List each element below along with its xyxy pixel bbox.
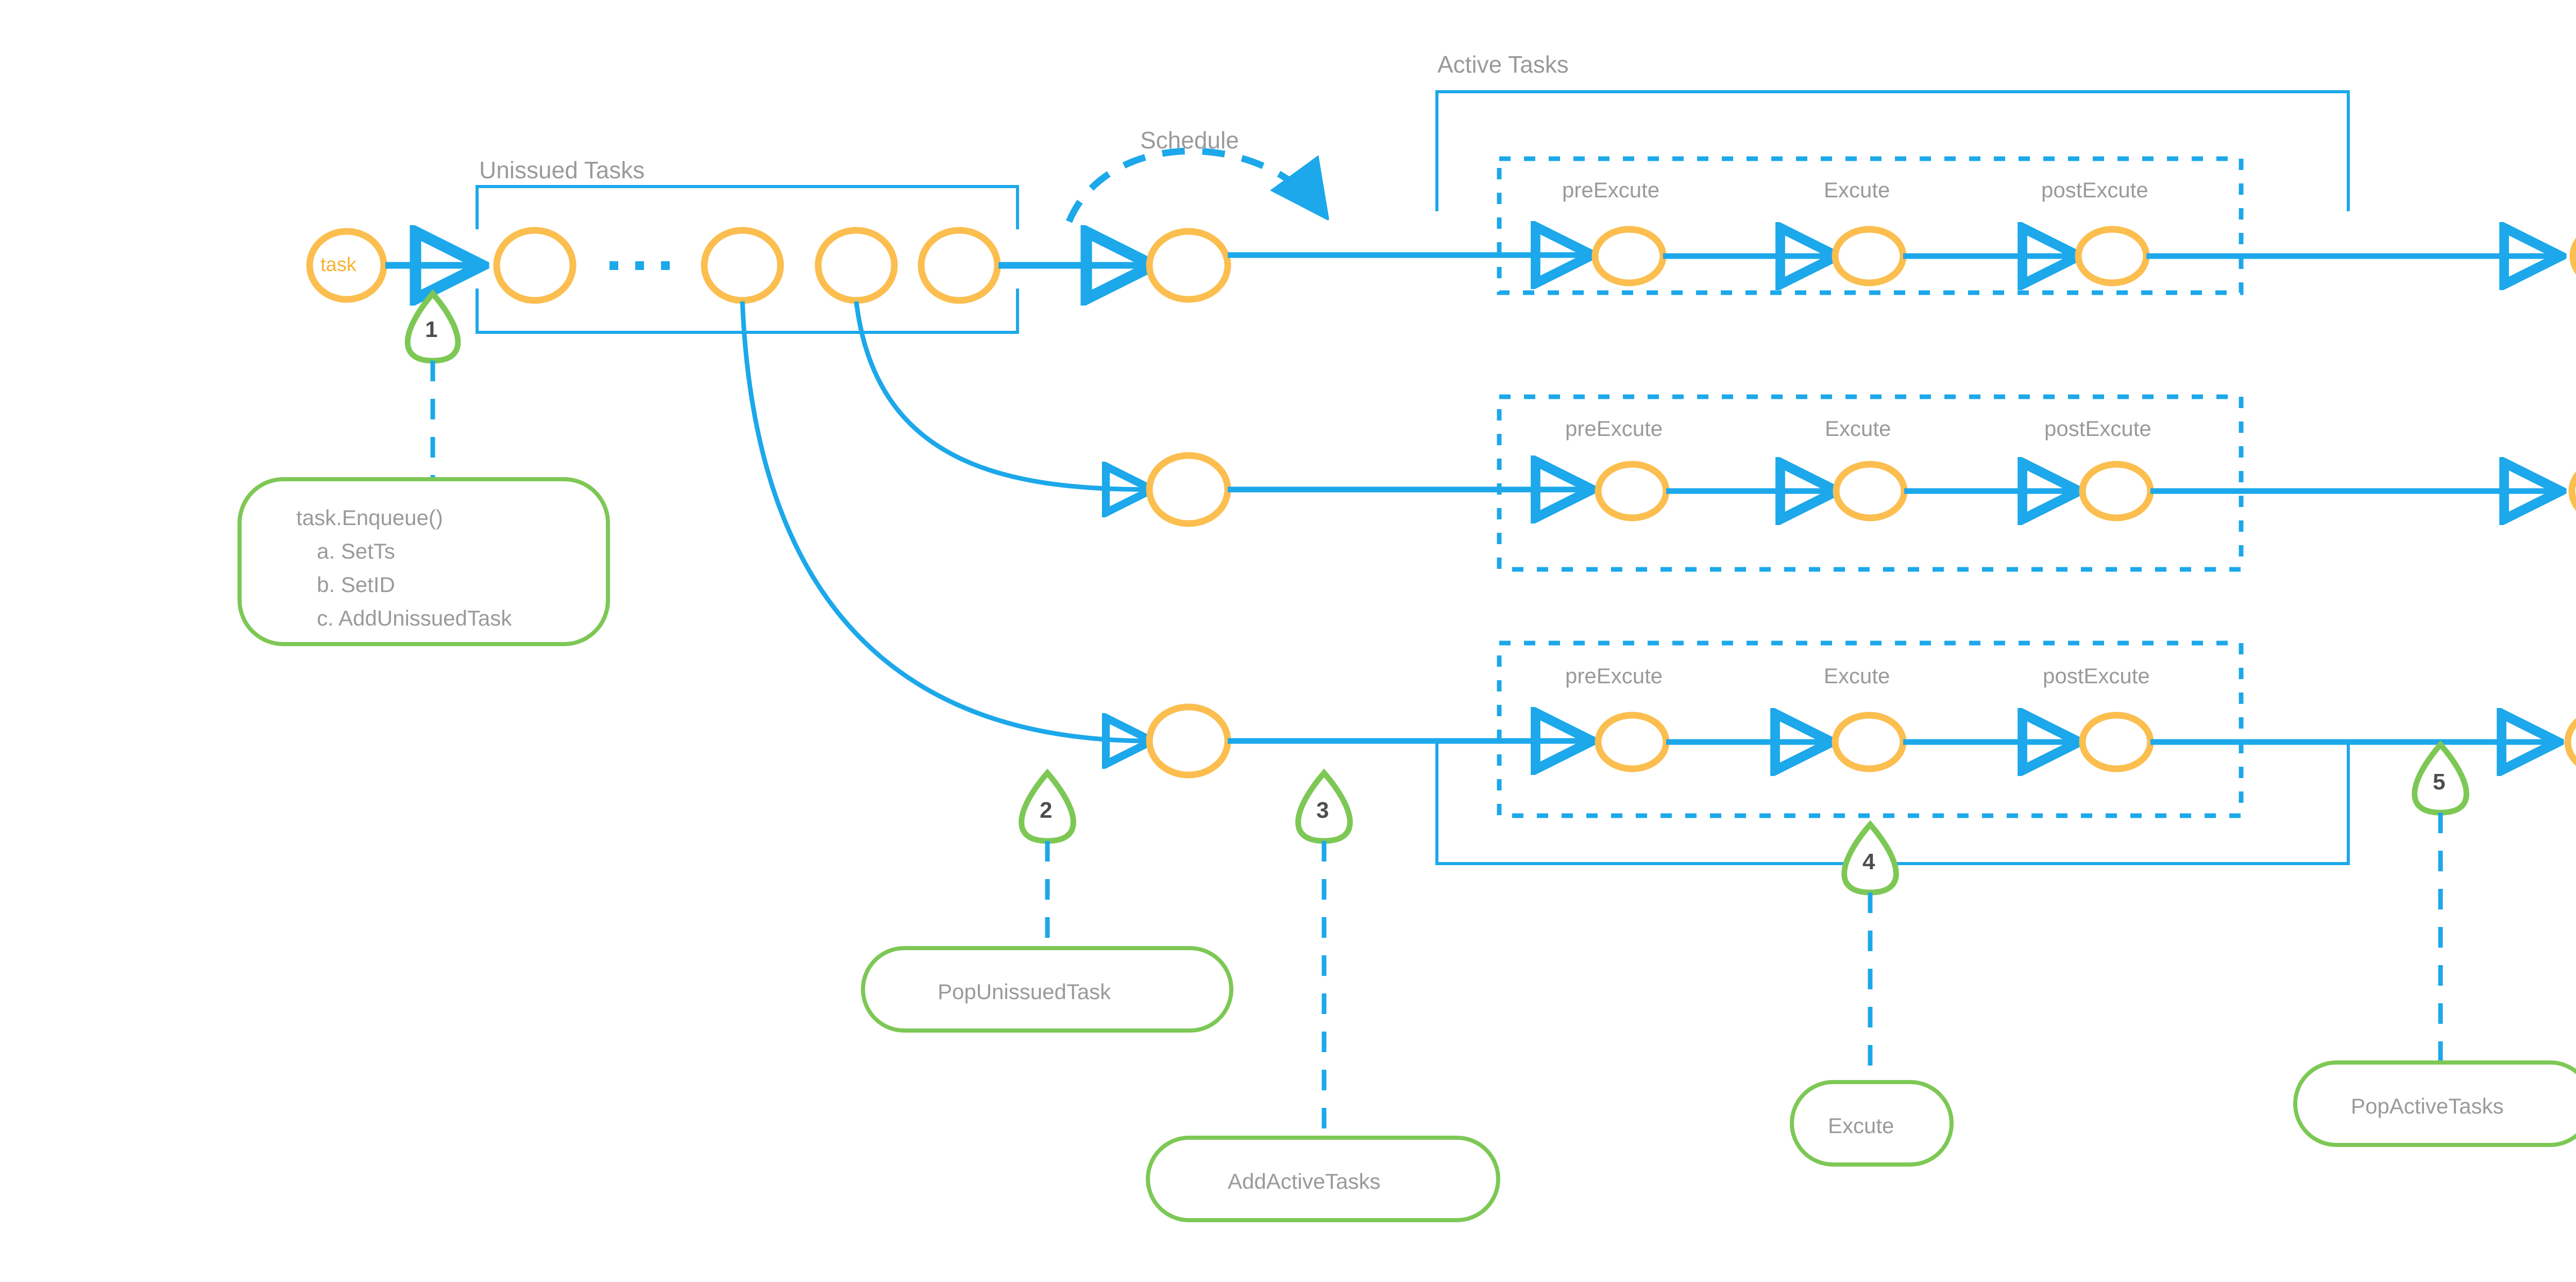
end-node-row1 — [2569, 238, 2576, 275]
queue-node-1 — [493, 227, 577, 304]
stage-node-pre-1 — [1591, 226, 1667, 286]
marker-1-number: 1 — [425, 317, 438, 342]
marker-4 — [1841, 820, 1899, 1082]
schedule-dashed-arrow — [1066, 147, 1324, 223]
marker-3-number: 3 — [1316, 798, 1329, 823]
pipeline-row-1 — [1228, 156, 2576, 295]
queue-node-4 — [918, 227, 1001, 304]
schedule-node-row2 — [1146, 452, 1231, 527]
stage-node-exec-1 — [1832, 226, 1907, 286]
stage-label-pre-2: preExcute — [1565, 416, 1663, 441]
callout-enqueue-item-b: b. SetID — [317, 572, 395, 597]
stage-label-post-3: postExcute — [2043, 664, 2150, 688]
stage-label-post-1: postExcute — [2041, 178, 2148, 202]
callout-add-active-label: AddActiveTasks — [1228, 1169, 1381, 1193]
callout-pop-unissued-label: PopUnissuedTask — [938, 980, 1111, 1004]
schedule-node-row1 — [1146, 228, 1231, 303]
queue-node-2 — [701, 227, 784, 304]
stage-label-exec-3: Excute — [1824, 664, 1890, 688]
callout-enqueue-item-a: a. SetTs — [317, 539, 395, 563]
stage-node-post-3 — [2079, 712, 2154, 772]
stage-label-pre-1: preExcute — [1562, 178, 1660, 202]
end-node-row3 — [2564, 718, 2576, 766]
marker-4-number: 4 — [1862, 849, 1875, 874]
pipeline-row-3 — [1228, 640, 2576, 818]
marker-1 — [404, 289, 461, 479]
marker-3 — [1295, 768, 1353, 1138]
edge-queue-to-sched-2 — [854, 301, 1150, 490]
pipeline-row-2 — [1228, 394, 2576, 572]
stage-node-post-2 — [2079, 461, 2154, 521]
unissued-tasks-label: Unissued Tasks — [479, 157, 645, 183]
pipeline-dashed-box-3 — [1497, 640, 2244, 818]
marker-2 — [1019, 768, 1076, 948]
callout-pop-active-label: PopActiveTasks — [2351, 1094, 2504, 1118]
edge-queue-to-sched-3 — [740, 301, 1150, 741]
stage-label-post-2: postExcute — [2044, 416, 2151, 441]
schedule-node-row3 — [1146, 703, 1231, 779]
callout-box-add-active — [1146, 1136, 1500, 1222]
marker-5 — [2412, 740, 2469, 1062]
marker-5-number: 5 — [2433, 769, 2446, 795]
unissued-tasks-bracket — [476, 185, 1019, 334]
marker-2-number: 2 — [1040, 798, 1053, 823]
stage-node-post-1 — [2075, 226, 2150, 286]
queue-node-3 — [815, 227, 898, 304]
callout-enqueue-item-c: c. AddUnissuedTask — [317, 606, 512, 630]
unissued-queue-nodes — [493, 227, 1001, 304]
stage-label-exec-2: Excute — [1825, 416, 1891, 441]
stage-node-exec-2 — [1833, 461, 1908, 521]
task-node-label: task — [320, 254, 357, 276]
schedule-nodes — [1146, 228, 1231, 779]
stage-node-pre-3 — [1595, 712, 1670, 772]
schedule-label: Schedule — [1140, 127, 1239, 154]
stage-label-pre-3: preExcute — [1565, 664, 1663, 688]
task-node — [306, 228, 387, 303]
active-tasks-label: Active Tasks — [1437, 51, 1569, 78]
callout-enqueue-title: task.Enqueue() — [296, 505, 443, 530]
callout-box-pop-unissued — [861, 946, 1233, 1033]
stage-node-pre-2 — [1595, 461, 1670, 521]
end-node-row2 — [2568, 471, 2576, 511]
stage-node-exec-3 — [1832, 712, 1907, 772]
pipeline-dashed-box-1 — [1497, 156, 2244, 295]
callout-excute-label: Excute — [1828, 1114, 1894, 1138]
callout-box-enqueue — [238, 477, 610, 646]
callout-box-pop-active — [2293, 1060, 2576, 1147]
pipeline-dashed-box-2 — [1497, 394, 2244, 572]
callout-box-excute — [1790, 1080, 1954, 1167]
stage-label-exec-1: Excute — [1824, 178, 1890, 202]
